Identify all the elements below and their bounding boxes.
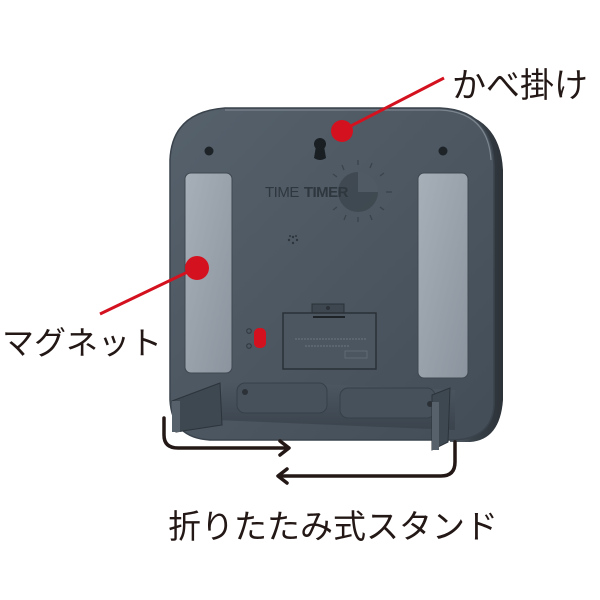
power-switch bbox=[254, 328, 266, 348]
keyhole-icon bbox=[314, 138, 326, 160]
screw-hole-icon bbox=[204, 146, 448, 156]
unfold-arrow-icon bbox=[276, 440, 457, 485]
callout-line-wall-hang bbox=[342, 76, 445, 132]
fold-arrow-icon bbox=[162, 416, 291, 457]
callout-label-magnet: マグネット bbox=[2, 324, 163, 362]
callout-line-magnet bbox=[99, 266, 197, 316]
battery-cover-icon bbox=[282, 303, 377, 370]
time-timer-logo-mark bbox=[332, 160, 392, 222]
callout-label-folding-stand: 折りたたみ式スタンド bbox=[168, 507, 498, 546]
callout-marker-magnet bbox=[185, 256, 209, 280]
speaker-holes-icon bbox=[287, 235, 299, 245]
magnet-right bbox=[417, 172, 469, 379]
callout-marker-wall-hang bbox=[331, 120, 353, 142]
folding-stand bbox=[171, 380, 455, 451]
callout-label-wall-hang: かべ掛け bbox=[452, 66, 588, 106]
clock-body-back bbox=[169, 107, 495, 441]
